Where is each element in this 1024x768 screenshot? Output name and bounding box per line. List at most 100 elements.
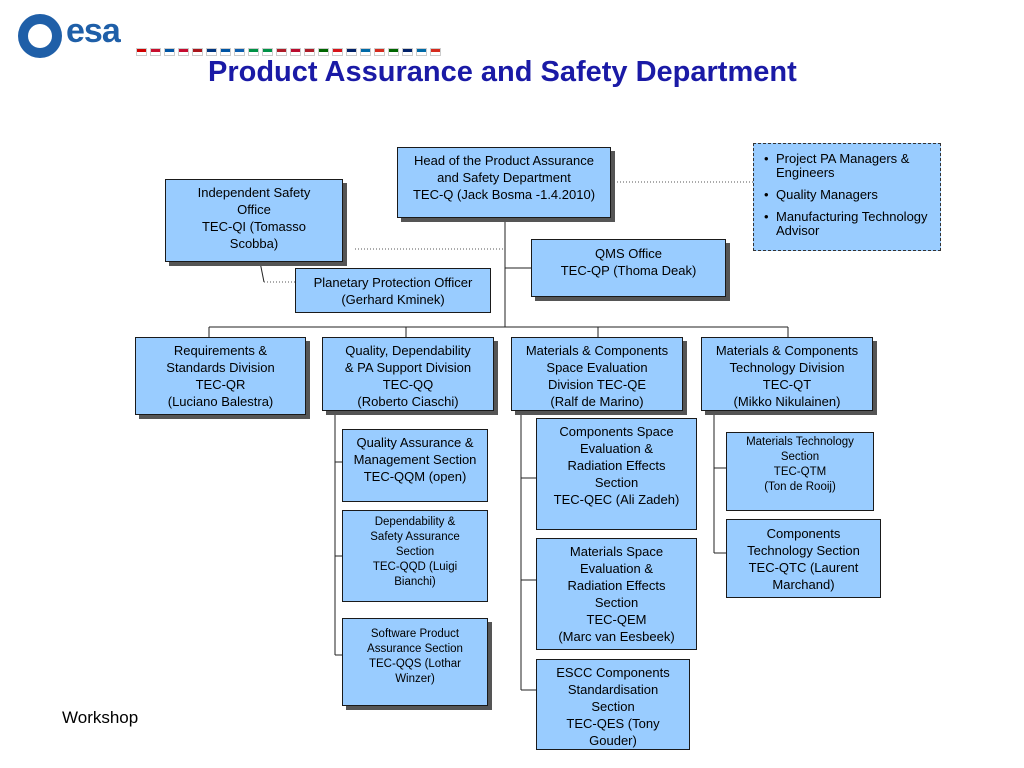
- box-text-line: ESCC Components: [556, 665, 670, 680]
- box-text-line: Section: [594, 475, 639, 490]
- box-text-line: Components: [766, 526, 841, 541]
- box-text-line: & PA Support Division: [344, 360, 472, 375]
- box-text-line: Materials Space: [569, 544, 664, 559]
- esa-logo-icon: [18, 14, 62, 58]
- division-box-quality: Quality, Dependability & PA Support Divis…: [322, 337, 494, 411]
- staff-roles-note: Project PA Managers & EngineersQuality M…: [753, 143, 941, 251]
- box-text-line: TEC-QT: [762, 377, 812, 392]
- box-text-line: Planetary Protection Officer: [313, 275, 473, 290]
- box-text-line: Safety Assurance: [370, 531, 460, 543]
- flag-icon: [248, 48, 259, 56]
- box-text-line: and Safety Department: [437, 170, 571, 185]
- page-title: Product Assurance and Safety Department: [208, 56, 797, 88]
- flag-icon: [206, 48, 217, 56]
- flag-icon: [402, 48, 413, 56]
- box-text-line: TEC-QES (Tony: [566, 716, 660, 731]
- flag-icon: [416, 48, 427, 56]
- box-text-line: TEC-QQM (open): [363, 469, 467, 484]
- flag-icon: [346, 48, 357, 56]
- box-text-line: Section: [594, 595, 639, 610]
- flag-icon: [318, 48, 329, 56]
- flag-icon: [388, 48, 399, 56]
- box-text-line: Space Evaluation: [546, 360, 648, 375]
- flag-icon: [178, 48, 189, 56]
- box-text-line: TEC-Q (Jack Bosma -1.4.2010): [412, 187, 596, 202]
- box-text-line: Gouder): [589, 733, 637, 748]
- box-text-line: TEC-QI (Tomasso: [201, 219, 306, 234]
- box-text-line: Radiation Effects: [567, 578, 666, 593]
- box-text-line: Technology Division: [729, 360, 845, 375]
- box-text-line: Head of the Product Assurance: [414, 153, 594, 168]
- esa-logo-text: esa: [66, 12, 121, 50]
- flag-icon: [430, 48, 441, 56]
- box-text-line: TEC-QEM: [586, 612, 647, 627]
- head-of-department-box: Head of the Product Assurance and Safety …: [397, 147, 611, 218]
- flag-icon: [136, 48, 147, 56]
- box-text-line: Radiation Effects: [567, 458, 666, 473]
- flag-icon: [150, 48, 161, 56]
- box-text-line: Materials Technology: [746, 436, 854, 448]
- staff-roles-list: Project PA Managers & EngineersQuality M…: [760, 152, 934, 238]
- box-text-line: (Ton de Rooij): [764, 481, 836, 493]
- box-text-line: Quality Assurance &: [356, 435, 474, 450]
- box-text-line: Independent Safety: [197, 185, 311, 200]
- box-text-line: Evaluation &: [580, 441, 653, 456]
- flag-icon: [360, 48, 371, 56]
- flag-icon: [164, 48, 175, 56]
- box-text-line: Materials & Components: [715, 343, 859, 358]
- box-text-line: Section: [591, 699, 635, 714]
- box-text-line: Materials & Components: [525, 343, 669, 358]
- box-text-line: Section: [395, 546, 435, 558]
- box-text-line: Requirements &: [173, 343, 268, 358]
- box-text-line: Section: [780, 451, 820, 463]
- box-text-line: TEC-QTC (Laurent: [748, 560, 859, 575]
- box-text-line: Scobba): [229, 236, 279, 251]
- staff-role-item: Project PA Managers & Engineers: [760, 152, 934, 180]
- flag-icon: [262, 48, 273, 56]
- box-text-line: TEC-QTM: [773, 466, 827, 478]
- flag-icon: [192, 48, 203, 56]
- box-text-line: TEC-QQ: [382, 377, 434, 392]
- box-text-line: Evaluation &: [580, 561, 653, 576]
- box-text-line: Office: [237, 202, 271, 217]
- flag-icon: [304, 48, 315, 56]
- box-text-line: Standardisation: [567, 682, 659, 697]
- footer-label: Workshop: [62, 708, 139, 727]
- flag-icon: [234, 48, 245, 56]
- box-text-line: (Marc van Eesbeek): [558, 629, 675, 644]
- flag-icon: [220, 48, 231, 56]
- box-text-line: Marchand): [772, 577, 835, 592]
- box-text-line: Winzer): [395, 673, 435, 685]
- box-text-line: Components Space: [559, 424, 674, 439]
- flag-icon: [374, 48, 385, 56]
- flag-icon: [290, 48, 301, 56]
- box-text-line: QMS Office: [595, 246, 662, 261]
- box-text-line: (Luciano Balestra): [167, 394, 274, 409]
- box-text-line: Standards Division: [166, 360, 275, 375]
- flag-icon: [276, 48, 287, 56]
- box-text-line: TEC-QR: [195, 377, 246, 392]
- box-text-line: Bianchi): [394, 576, 436, 588]
- box-text-line: Division TEC-QE: [547, 377, 646, 392]
- box-text-line: (Gerhard Kminek): [341, 292, 445, 307]
- box-text-line: Technology Section: [747, 543, 860, 558]
- box-text-line: TEC-QQS (Lothar: [368, 658, 462, 670]
- box-text-line: (Mikko Nikulainen): [733, 394, 841, 409]
- box-text-line: Assurance Section: [367, 643, 463, 655]
- box-text-line: Dependability &: [374, 516, 456, 528]
- box-text-line: Management Section: [353, 452, 477, 467]
- box-text-line: Quality, Dependability: [345, 343, 471, 358]
